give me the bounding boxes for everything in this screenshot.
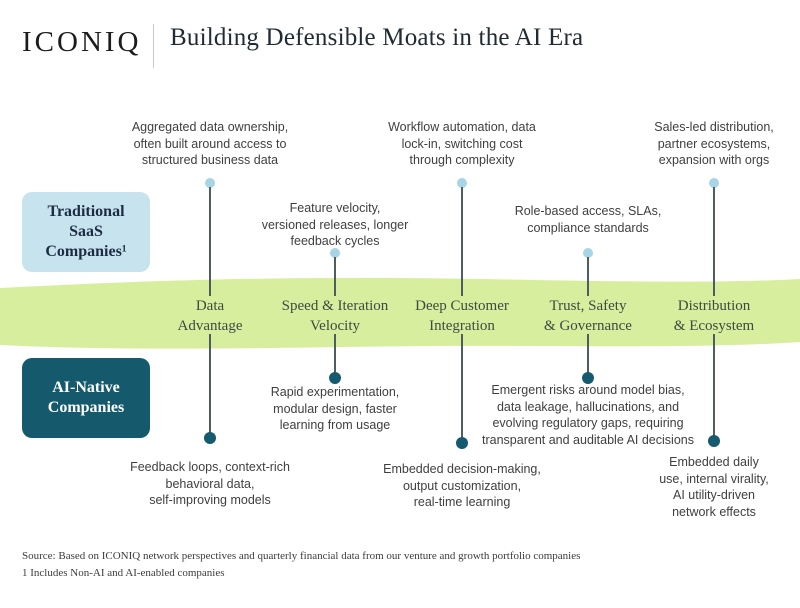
ai-native-note-distribution-ecosystem: Embedded daily use, internal virality, A…	[659, 455, 769, 519]
traditional-note-distribution-ecosystem: Sales-led distribution, partner ecosyste…	[654, 120, 774, 167]
connector-line	[209, 187, 211, 296]
iconiq-logo: ICONIQ	[22, 26, 142, 58]
ai-native-box: AI-Native Companies	[22, 358, 150, 438]
footer: Source: Based on ICONIQ network perspect…	[22, 548, 762, 582]
ai-native-note-customer-integration: Embedded decision-making, output customi…	[383, 462, 541, 509]
connector-line	[334, 334, 336, 378]
page-title: Building Defensible Moats in the AI Era	[170, 24, 584, 51]
connector-line	[713, 187, 715, 296]
moat-band	[0, 277, 800, 349]
connector-line	[587, 334, 589, 378]
traditional-note-data-advantage: Aggregated data ownership, often built a…	[131, 120, 289, 167]
ai-native-marker-dot	[582, 372, 594, 384]
band-label-customer-integration: Deep Customer Integration	[415, 298, 509, 335]
traditional-note-speed-iteration: Feature velocity, versioned releases, lo…	[261, 201, 409, 248]
ai-native-marker-dot	[204, 432, 216, 444]
header-divider	[153, 24, 154, 68]
band-label-data-advantage: Data Advantage	[177, 298, 243, 335]
traditional-marker-dot	[709, 178, 719, 188]
connector-line	[461, 334, 463, 443]
traditional-marker-dot	[330, 248, 340, 258]
connector-line	[334, 257, 336, 296]
ai-native-note-trust-governance: Emergent risks around model bias, data l…	[482, 383, 694, 447]
ai-native-marker-dot	[329, 372, 341, 384]
band-label-distribution-ecosystem: Distribution & Ecosystem	[673, 298, 755, 335]
connector-line	[587, 257, 589, 296]
source-note: Source: Based on ICONIQ network perspect…	[22, 550, 581, 562]
connector-line	[461, 187, 463, 296]
traditional-marker-dot	[205, 178, 215, 188]
traditional-note-customer-integration: Workflow automation, data lock-in, switc…	[388, 120, 536, 167]
connector-line	[713, 334, 715, 441]
footnote: 1 Includes Non-AI and AI-enabled compani…	[22, 567, 225, 580]
traditional-marker-dot	[457, 178, 467, 188]
ai-native-marker-dot	[456, 437, 468, 449]
traditional-note-trust-governance: Role-based access, SLAs, compliance stan…	[514, 204, 662, 235]
band-label-speed-iteration: Speed & Iteration Velocity	[281, 298, 389, 335]
ai-native-note-data-advantage: Feedback loops, context-rich behavioral …	[130, 460, 290, 507]
traditional-marker-dot	[583, 248, 593, 258]
connector-line	[209, 334, 211, 438]
band-label-trust-governance: Trust, Safety & Governance	[544, 298, 632, 335]
ai-native-marker-dot	[708, 435, 720, 447]
traditional-saas-box: Traditional SaaS Companies¹	[22, 192, 150, 272]
ai-native-note-speed-iteration: Rapid experimentation, modular design, f…	[270, 385, 400, 432]
